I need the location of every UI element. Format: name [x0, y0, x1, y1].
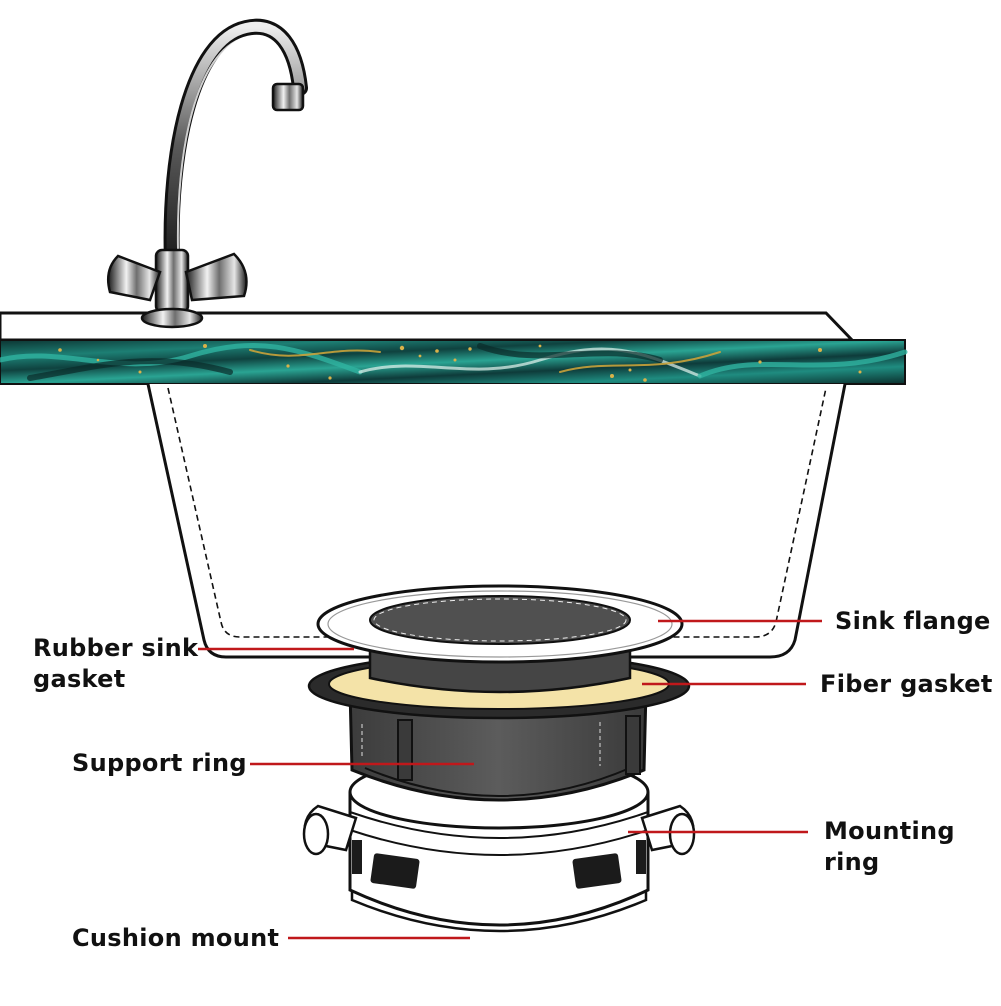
mounting-lug-left: [302, 804, 358, 856]
label-support-ring: Support ring: [72, 749, 247, 777]
mounting-lug-right: [640, 804, 696, 856]
faucet-body: [154, 248, 190, 314]
marble-veins: [0, 343, 908, 381]
label-mounting-ring-line2: ring: [824, 848, 880, 876]
faucet-aerator: [271, 82, 305, 112]
label-cushion-mount: Cushion mount: [72, 924, 280, 952]
mounting-slot-right: [572, 853, 622, 889]
label-mounting-ring-line1: Mounting: [824, 817, 955, 845]
countertop-edge-marble: [0, 339, 906, 385]
mounting-slot-left: [370, 853, 420, 889]
label-fiber-gasket: Fiber gasket: [820, 670, 993, 698]
label-rubber-sink-gasket-line1: Rubber sink: [33, 634, 199, 662]
faucet-handle-right: [184, 252, 248, 302]
gold-flecks: [58, 344, 862, 382]
support-ring: [348, 689, 648, 802]
sink-flange: [316, 584, 684, 664]
flange-drain-opening: [369, 595, 631, 645]
countertop: [0, 311, 908, 385]
label-rubber-sink-gasket-line2: gasket: [33, 665, 126, 693]
faucet-spout: [163, 18, 308, 270]
countertop-surface: [0, 311, 856, 342]
faucet-base: [140, 307, 204, 329]
faucet-handle-left: [107, 254, 162, 302]
label-sink-flange: Sink flange: [835, 607, 991, 635]
faucet: [107, 18, 308, 329]
leader-lines: [198, 619, 822, 940]
disposal-assembly: [302, 584, 696, 933]
